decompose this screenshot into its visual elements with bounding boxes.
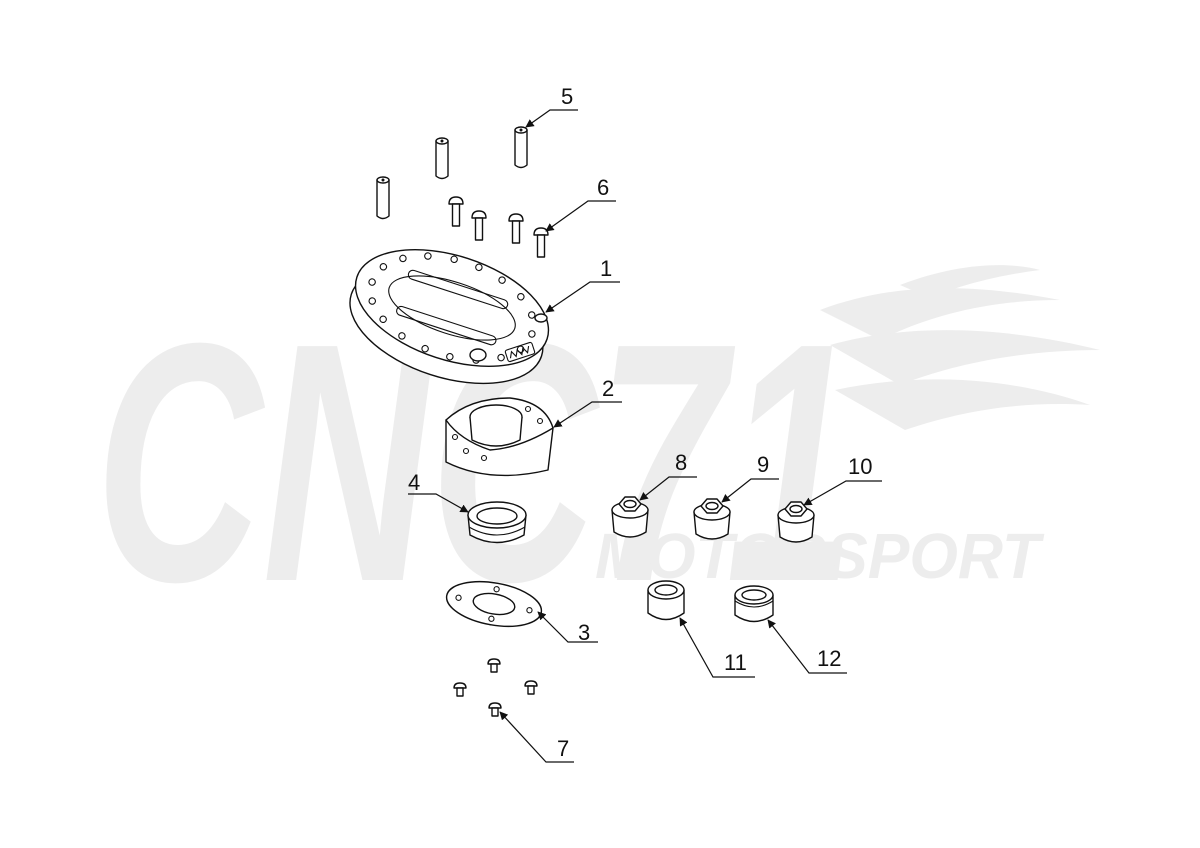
- leader-4: [408, 493, 469, 513]
- bolt: [508, 213, 524, 244]
- leader-2: [553, 401, 622, 428]
- part-2-bearing-housing: [445, 397, 554, 477]
- part-5-standoffs: [376, 126, 528, 220]
- bolt: [448, 196, 464, 227]
- part-11-bushing: [647, 580, 685, 621]
- leader-5: [525, 109, 578, 128]
- callout-labels: 1 2 3 4 5 6 7 8 9 10 11 12: [408, 84, 872, 761]
- leader-3: [537, 611, 598, 643]
- part-12-bushing: [734, 585, 774, 623]
- part-4-spherical-bearing: [467, 501, 527, 544]
- leader-11: [679, 617, 755, 678]
- watermark-tagline: MOTORSPORT: [595, 520, 1045, 592]
- callout-1: 1: [600, 256, 612, 281]
- callout-6: 6: [597, 175, 609, 200]
- standoff: [435, 137, 449, 180]
- part-6-bolts: [448, 196, 549, 258]
- leader-1: [545, 281, 620, 313]
- callout-5: 5: [561, 84, 573, 109]
- flame-swoosh: [820, 265, 1100, 430]
- callout-leaders: [408, 109, 882, 763]
- bolt: [471, 210, 487, 241]
- part-9-nut: [693, 498, 731, 540]
- callout-4: 4: [408, 470, 420, 495]
- callout-2: 2: [602, 376, 614, 401]
- standoff: [514, 126, 528, 169]
- callout-10: 10: [848, 454, 872, 479]
- plate-engraving: [469, 313, 548, 363]
- leader-6: [545, 200, 616, 232]
- part-3-flange-plate: [445, 581, 543, 627]
- callout-3: 3: [578, 620, 590, 645]
- part-1-top-plate: [349, 248, 550, 385]
- watermark: CNC71 MOTORSPORT: [95, 265, 1100, 653]
- bolt: [533, 227, 549, 258]
- part-10-nut: [777, 501, 815, 543]
- standoff: [376, 176, 390, 220]
- callout-12: 12: [817, 646, 841, 671]
- callout-8: 8: [675, 450, 687, 475]
- part-7-screws: [453, 658, 538, 717]
- leader-12: [767, 619, 847, 674]
- leader-7: [499, 711, 574, 763]
- callout-11: 11: [724, 650, 747, 675]
- leader-9: [721, 478, 779, 503]
- leader-8: [639, 476, 697, 501]
- callout-7: 7: [557, 736, 569, 761]
- callout-9: 9: [757, 452, 769, 477]
- part-8-nut: [611, 496, 649, 538]
- leader-10: [803, 480, 882, 506]
